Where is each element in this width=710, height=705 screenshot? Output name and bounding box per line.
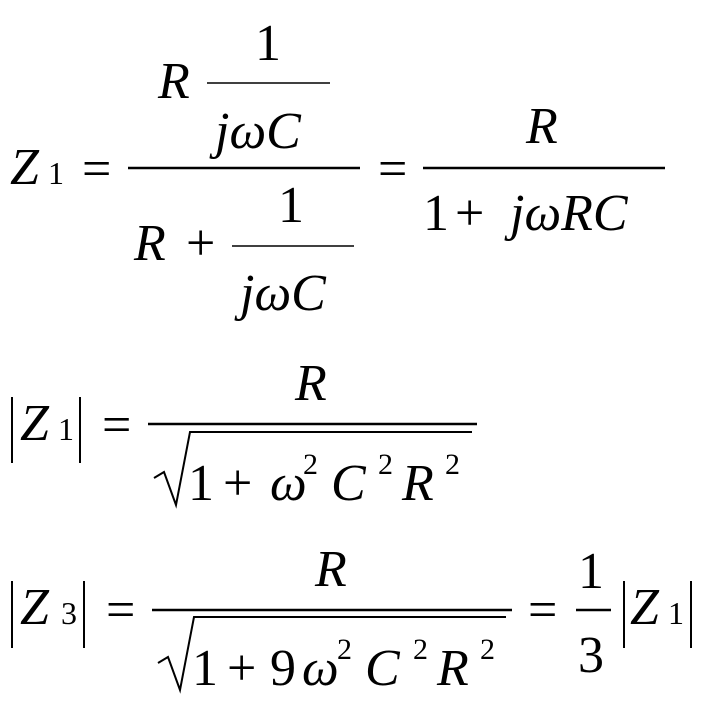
eq2-lhs-subscript: 1 bbox=[58, 411, 74, 447]
eq2-den-omega: ω bbox=[270, 455, 307, 512]
eq2-den-one: 1 bbox=[188, 455, 214, 512]
eq3-den-omega-exp: 2 bbox=[337, 633, 352, 666]
eq3-den-one: 1 bbox=[192, 640, 218, 697]
eq2-den-omega-exp: 2 bbox=[303, 448, 318, 481]
eq3-ratio-den: 3 bbox=[578, 627, 604, 684]
eq1-num-r: R bbox=[157, 53, 190, 110]
eq3-lhs-var: Z bbox=[20, 579, 50, 636]
eq2-den-plus: + bbox=[223, 455, 252, 512]
eq2-equals: = bbox=[102, 397, 131, 454]
eq1-result-den-one: 1 bbox=[423, 185, 449, 242]
eq3-num: R bbox=[314, 541, 347, 598]
eq1-lhs-var: Z bbox=[10, 139, 40, 196]
eq2-den-r-exp: 2 bbox=[445, 448, 460, 481]
eq2-den-r: R bbox=[401, 455, 434, 512]
eq1-lhs-subscript: 1 bbox=[48, 155, 64, 191]
eq3-lhs-subscript: 3 bbox=[61, 595, 77, 631]
eq1-den-r: R bbox=[133, 215, 166, 272]
equation-2: Z 1 = R 1 + ω 2 C 2 R 2 bbox=[11, 355, 477, 512]
eq1-equals-2: = bbox=[378, 141, 407, 198]
eq1-den-plus: + bbox=[186, 215, 215, 272]
eq1-den-inner-jwc: jωC bbox=[234, 265, 327, 322]
eq1-result-den-rest: jωRC bbox=[504, 185, 629, 242]
eq3-den-omega: ω bbox=[302, 640, 339, 697]
eq3-equals: = bbox=[106, 582, 135, 639]
eq3-den-nine: 9 bbox=[270, 640, 296, 697]
equation-3: Z 3 = R 1 + 9 ω 2 C 2 R 2 = 1 3 Z 1 bbox=[11, 541, 692, 697]
eq3-den-plus: + bbox=[227, 640, 256, 697]
eq3-den-c-exp: 2 bbox=[413, 633, 428, 666]
eq1-result-den-plus: + bbox=[455, 185, 484, 242]
eq1-den-inner-one: 1 bbox=[278, 177, 304, 234]
eq1-num-inner-jwc: jωC bbox=[209, 103, 302, 160]
eq1-equals: = bbox=[82, 141, 111, 198]
eq3-equals-2: = bbox=[528, 582, 557, 639]
equation-1: Z 1 = R 1 jωC R + 1 jωC = R 1 + jωRC bbox=[10, 15, 665, 322]
eq3-den-r-exp: 2 bbox=[480, 633, 495, 666]
eq3-den-c: C bbox=[365, 640, 401, 697]
eq1-num-inner-one: 1 bbox=[255, 15, 281, 72]
eq3-sqrt-radical bbox=[157, 616, 506, 694]
eq2-den-c-exp: 2 bbox=[378, 448, 393, 481]
eq2-lhs-var: Z bbox=[20, 395, 50, 452]
eq2-num: R bbox=[294, 355, 327, 412]
eq3-den-r: R bbox=[436, 640, 469, 697]
eq2-sqrt-radical bbox=[153, 431, 472, 509]
eq3-rhs-subscript: 1 bbox=[668, 595, 684, 631]
eq1-result-num: R bbox=[525, 98, 558, 155]
eq3-rhs-var: Z bbox=[630, 579, 660, 636]
eq3-ratio-num: 1 bbox=[578, 543, 604, 600]
eq2-den-c: C bbox=[331, 455, 367, 512]
